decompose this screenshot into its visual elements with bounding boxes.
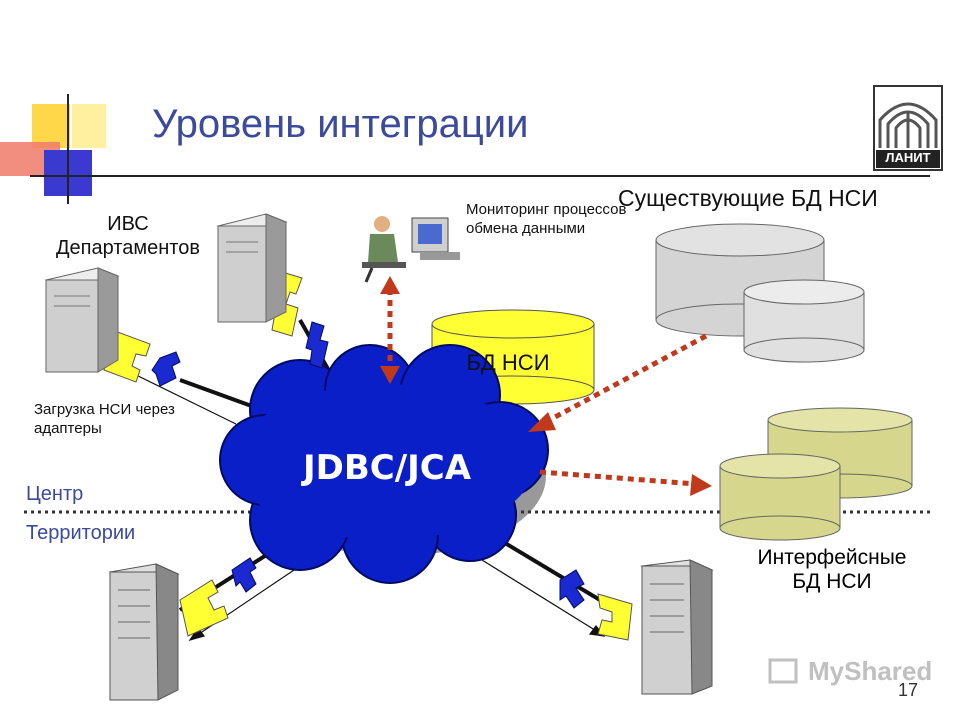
loading-label: Загрузка НСИ через адаптеры	[34, 401, 175, 437]
center-label: Центр	[26, 483, 84, 505]
adapter-right-bottom	[559, 569, 633, 641]
red-arrowheads	[380, 276, 712, 496]
existing-db-label: Существующие БД НСИ	[618, 185, 878, 211]
server-left	[44, 267, 120, 373]
red-dotted-arrows	[387, 290, 708, 487]
central-db-label: БД НСИ	[466, 350, 550, 375]
lanit-logo-text: ЛАНИТ	[885, 150, 931, 165]
slide-title: Уровень интеграции	[152, 102, 529, 146]
lanit-logo	[873, 85, 943, 171]
watermark-text: MyShared	[808, 656, 933, 686]
server-bottom-right	[640, 559, 714, 695]
cloud-label: JDBC/JCA	[302, 448, 472, 488]
interface-databases	[719, 407, 913, 541]
ivs-label: ИВС Департаментов	[56, 213, 200, 259]
operator-workstation-icon	[362, 216, 460, 283]
monitoring-label: Мониторинг процессов обмена данными	[466, 201, 627, 237]
server-bottom-left	[108, 563, 180, 701]
decorative-squares	[0, 94, 930, 204]
territories-label: Территории	[26, 522, 136, 544]
watermark-icon	[768, 658, 798, 684]
page-number: 17	[898, 680, 919, 700]
existing-databases	[655, 223, 865, 363]
server-top	[216, 213, 288, 323]
interface-db-label: Интерфейсные БД НСИ	[757, 546, 907, 593]
adapter-left-bottom	[179, 557, 257, 637]
jdbc-jca-cloud	[219, 344, 549, 584]
